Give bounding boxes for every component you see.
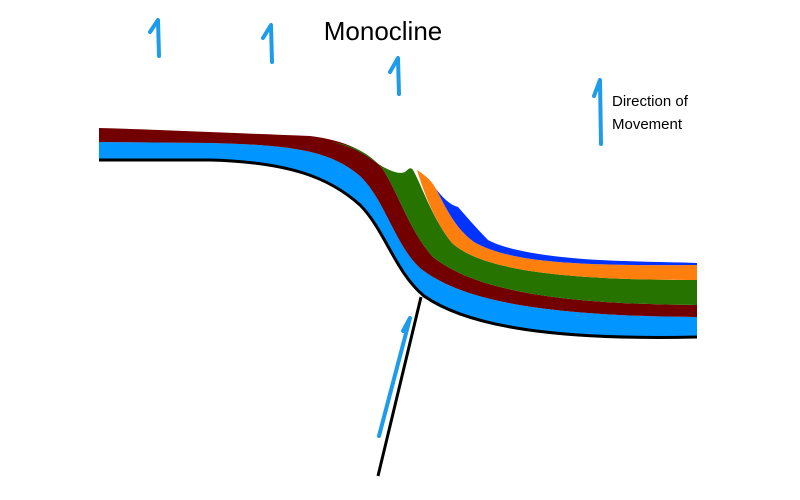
- rock-layers: [99, 128, 698, 339]
- fault-movement-arrow: [377, 316, 412, 438]
- legend-label: Direction of Movement: [612, 93, 688, 133]
- legend-arrow-icon: [592, 78, 603, 146]
- diagram-title: Monocline: [323, 16, 443, 46]
- layer-light-blue: [99, 142, 697, 338]
- upward-arrow-3: [388, 56, 401, 96]
- fault-line: [376, 296, 423, 477]
- layer-orange: [417, 170, 697, 280]
- layer-blue: [436, 189, 697, 266]
- layer-base-outline: [99, 158, 698, 339]
- upward-arrow-2: [261, 23, 274, 64]
- movement-arrows: [148, 18, 412, 438]
- layer-maroon: [99, 128, 697, 317]
- upward-arrow-1: [148, 18, 161, 58]
- layer-green: [330, 142, 697, 305]
